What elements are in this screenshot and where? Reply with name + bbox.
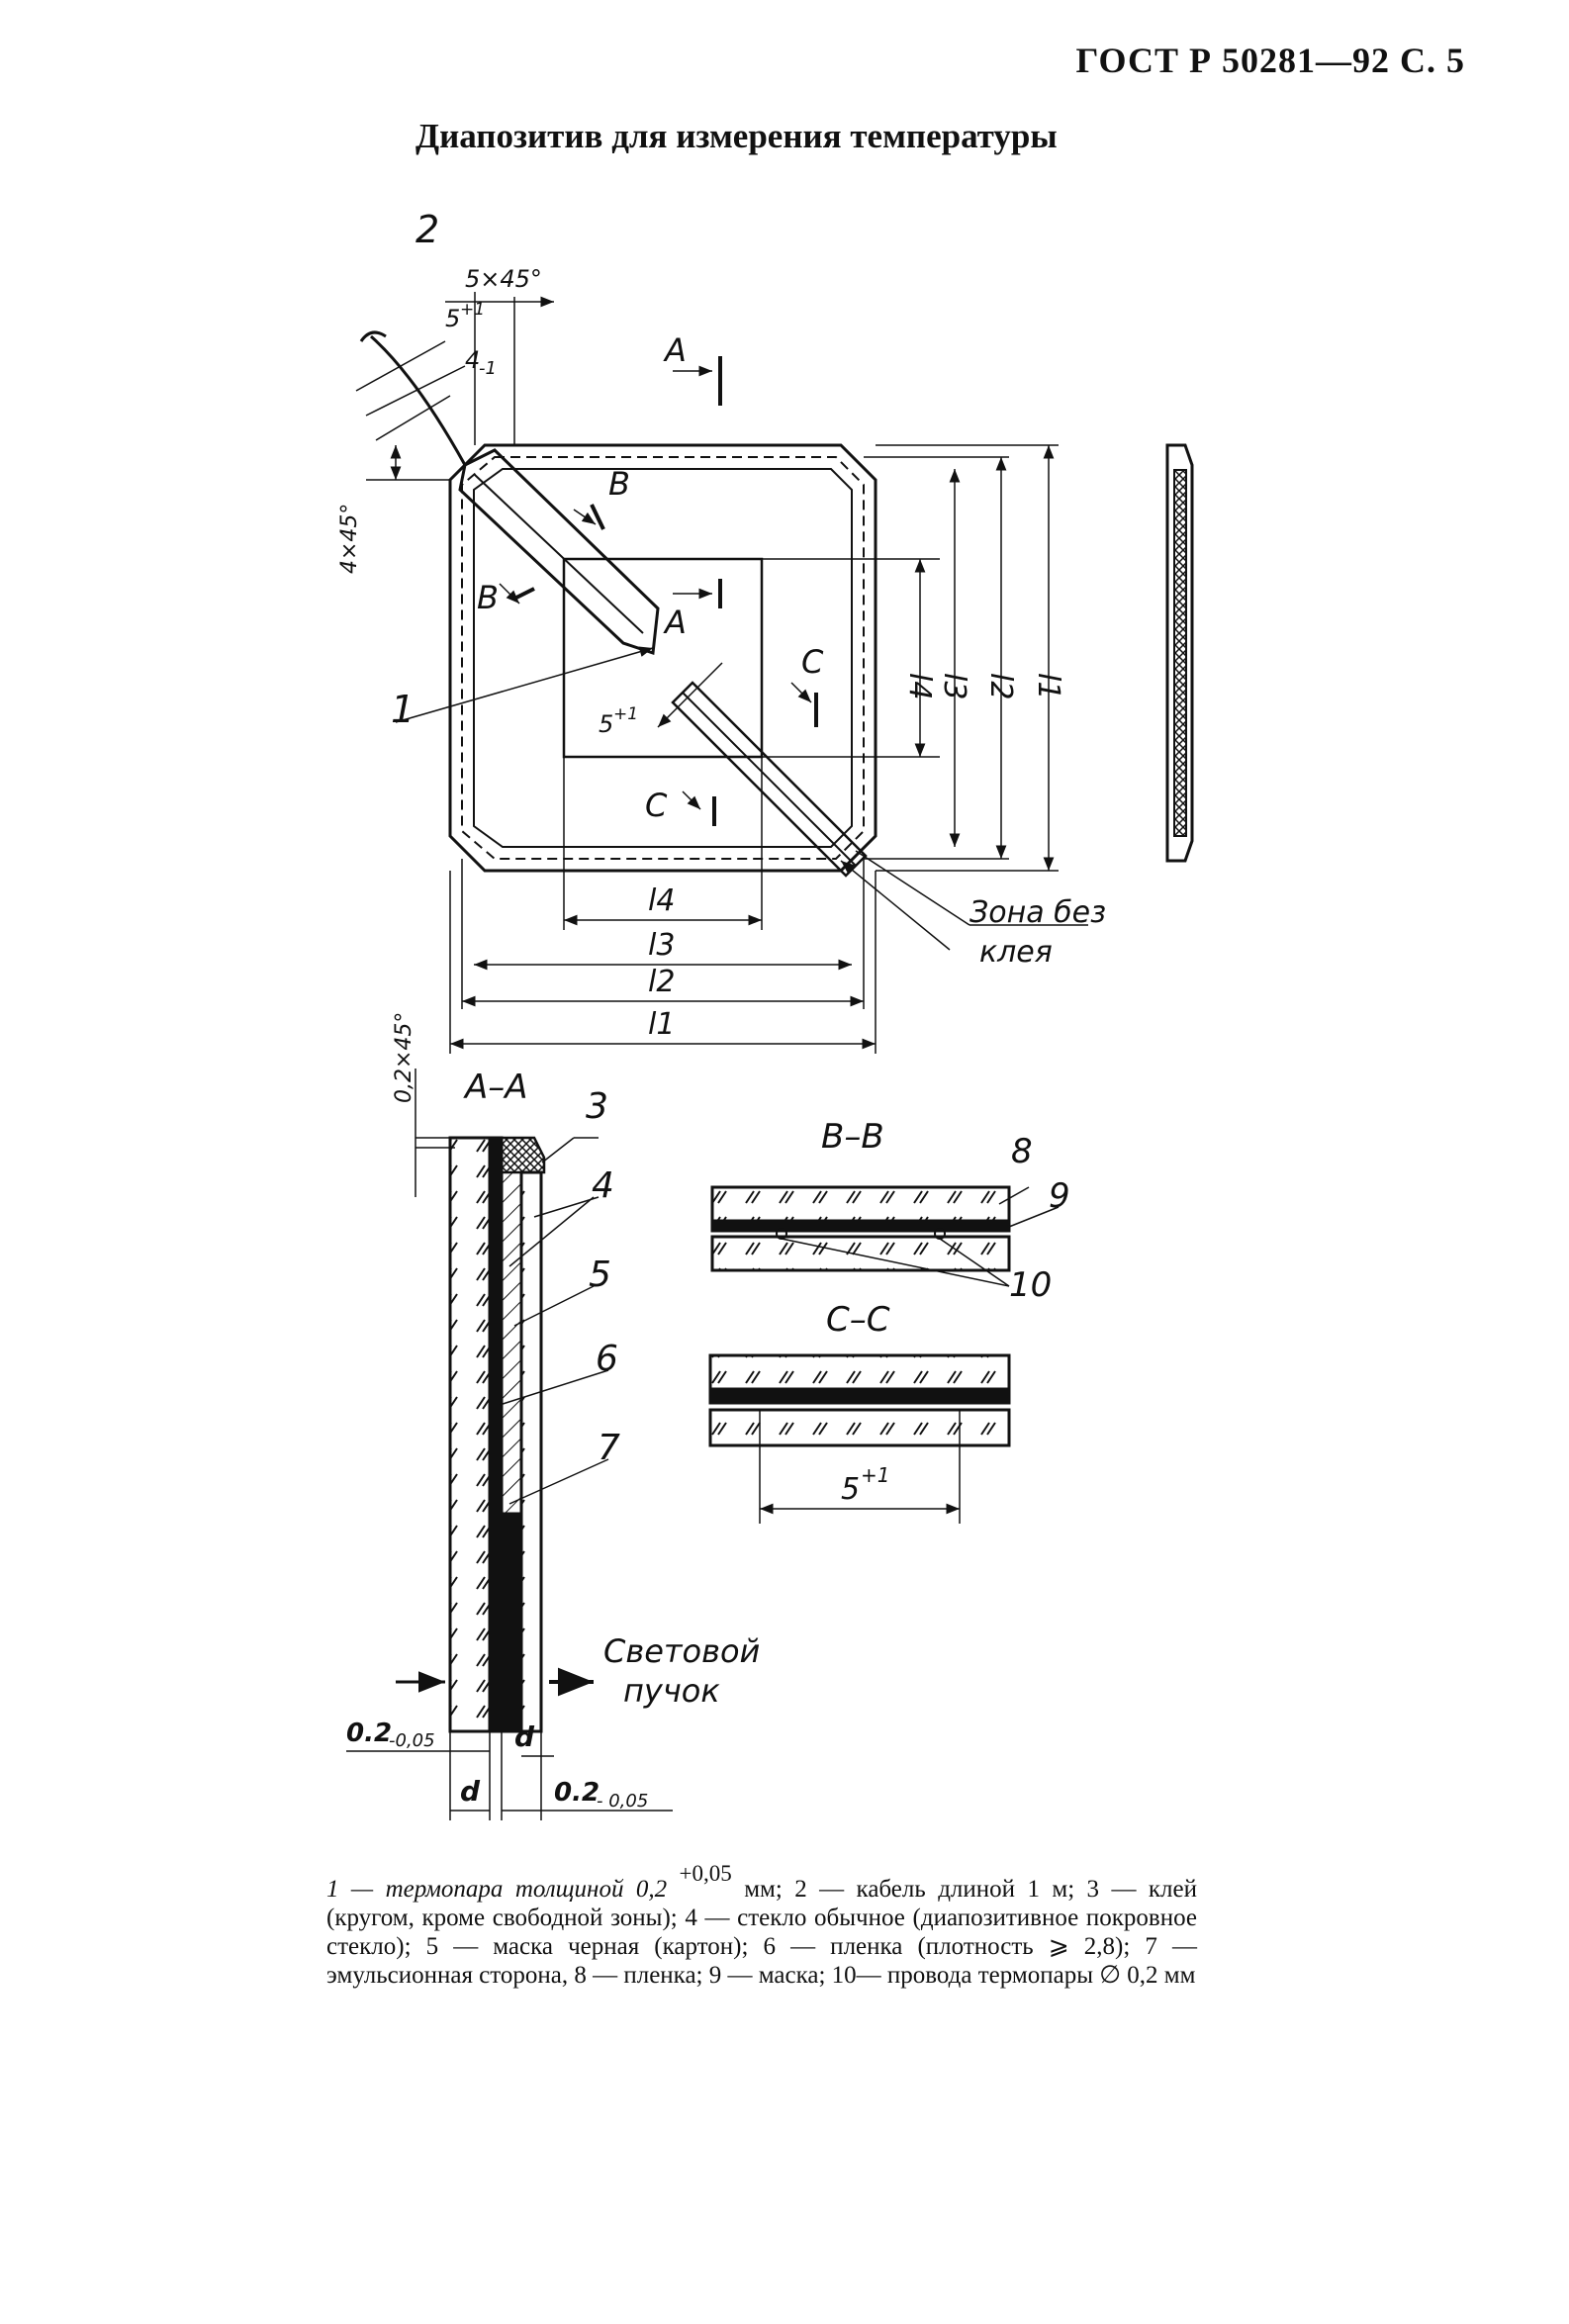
light-beam-line2: пучок [623,1672,720,1710]
callout-9: 9 [1049,1176,1070,1216]
section-mark-a-top: A [663,331,687,369]
dim-chamfer-top: 5×45° [465,265,542,293]
frame-inner-2 [473,468,853,848]
dim-l2: l2 [648,965,675,999]
main-view [355,292,1088,1054]
zone-label-line1: Зона без [969,895,1106,930]
section-mark-c-bottom: C [645,787,668,824]
callout-8: 8 [1011,1132,1033,1171]
tol-left: 0.2 [346,1719,392,1748]
caption-part1-sup: +0,05 [679,1861,732,1886]
dim-5-cc: 5 [841,1472,860,1507]
main-view-labels: 2 1 5×45° 5 +1 4 -1 4×45° 5 +1 A A B B C… [337,208,1106,1042]
tol-left-sub: -0,05 [389,1730,435,1751]
section-bb-labels: B–B 8 9 10 [821,1117,1070,1305]
dim-5-diag-sup: +1 [613,704,638,724]
section-mark-b-top: B [608,465,630,503]
dim-5-top: 5 [445,305,460,332]
section-bb-title: B–B [821,1117,884,1157]
callout-6: 6 [596,1339,618,1379]
cable [370,334,467,466]
dim-chamfer-left: 4×45° [337,504,362,574]
dim-l3: l3 [648,928,675,963]
dim-4-sub: -1 [479,358,497,379]
section-aa [346,1069,673,1820]
dim-l3-vertical: l3 [937,673,971,699]
chamfer-label: 0,2×45° [392,1012,416,1103]
tol-right: 0.2 [554,1778,600,1808]
d-left: d [460,1775,481,1808]
section-aa-labels: A–A 0,2×45° 3 4 5 6 7 Световой пучок 0.2… [346,1012,760,1812]
dim-l4-vertical: l4 [902,673,937,699]
dim-5-cc-sup: +1 [861,1463,889,1487]
section-aa-title: A–A [463,1068,528,1107]
dim-l4: l4 [648,883,675,918]
callout-1: 1 [391,688,415,731]
page-title: Диапозитив для измерения температуры [415,117,1058,155]
page-header: ГОСТ Р 50281—92 С. 5 [1075,41,1465,80]
caption-part1: 1 — термопара толщиной 0,2 [326,1876,668,1903]
caption-part2: мм; 2 — кабель длиной 1 м; 3 — клей (кру… [326,1876,1197,1989]
section-mark-b-left: B [477,579,499,616]
thermocouple-strip [458,448,660,656]
dim-4: 4 [465,346,480,374]
dim-l2-vertical: l2 [983,673,1018,699]
dim-l1: l1 [648,1007,675,1042]
free-zone-strip [671,681,868,878]
tol-right-sub: - 0,05 [597,1791,648,1812]
callout-2: 2 [415,208,439,251]
section-mark-a-center: A [663,604,687,641]
callout-10: 10 [1009,1265,1052,1305]
section-cc-labels: C–C 5 +1 [826,1300,890,1507]
center-window [562,557,764,759]
zone-label-line2: клея [979,935,1053,970]
section-cc-title: C–C [826,1300,890,1340]
section-bb [710,1185,1060,1287]
light-beam-line1: Световой [603,1632,760,1670]
dim-5-top-sup: +1 [460,300,485,320]
d-right: d [514,1720,535,1753]
callout-4: 4 [592,1165,614,1206]
section-cc [708,1353,1011,1524]
dim-5-diag: 5 [599,710,613,738]
callout-7: 7 [598,1428,620,1468]
frame-inner [461,456,865,860]
dim-l1-vertical: l1 [1031,673,1065,699]
figure-caption: 1 — термопара толщиной 0,2 +0,05 мм; 2 —… [326,1861,1197,1990]
callout-3: 3 [586,1086,608,1127]
edge-view [1165,443,1194,863]
callout-5: 5 [589,1255,611,1295]
section-mark-c-right: C [801,643,824,681]
